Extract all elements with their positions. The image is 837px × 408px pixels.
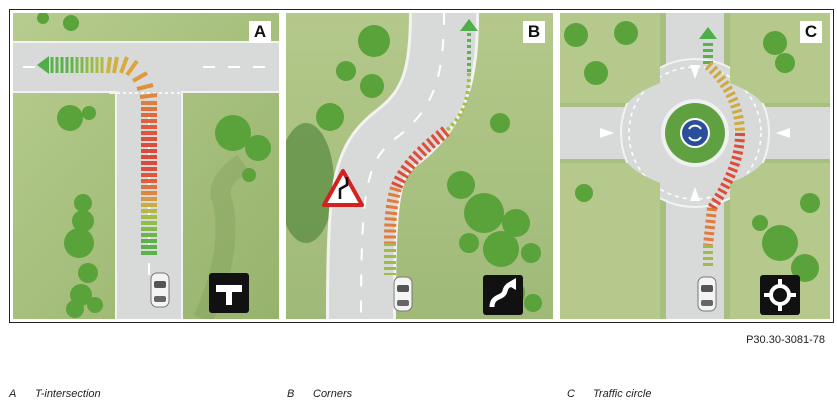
panel-traffic-circle: C [560,13,830,319]
direction-arrow-icon [699,27,717,39]
roundabout-arrows-icon [680,118,710,148]
guidance-path [106,56,158,255]
caption-c: C Traffic circle [567,388,651,400]
car-icon [697,276,717,312]
caption-text: T-intersection [35,388,101,400]
caption-text: Corners [313,388,353,400]
direction-arrow-icon [460,19,478,31]
guidance-path [703,43,745,269]
car-icon [393,276,413,312]
panel-t-intersection: A [13,13,279,319]
panel-corners: B [286,13,553,319]
direction-arrow-icon [37,56,49,74]
panel-label: B [523,21,545,43]
caption-text: Traffic circle [593,388,652,400]
curve-sign-icon [483,275,523,315]
caption-key: A [9,388,17,400]
corners-illustration [286,13,553,319]
roundabout-sign-icon [760,275,800,315]
caption-a: A T-intersection [9,388,101,400]
guidance-path [384,33,471,275]
traffic-circle-illustration [560,13,830,319]
t-intersection-illustration [13,13,279,319]
car-icon [150,272,170,308]
caption-key: C [567,388,575,400]
warning-curve-sign-icon [322,169,364,207]
panel-label: C [800,21,822,43]
panel-label: A [249,21,271,43]
caption-key: B [287,388,295,400]
figure-code: P30.30-3081-78 [746,334,825,346]
figure-frame: A [9,9,834,323]
t-intersection-sign-icon [209,273,249,313]
caption-b: B Corners [287,388,352,400]
